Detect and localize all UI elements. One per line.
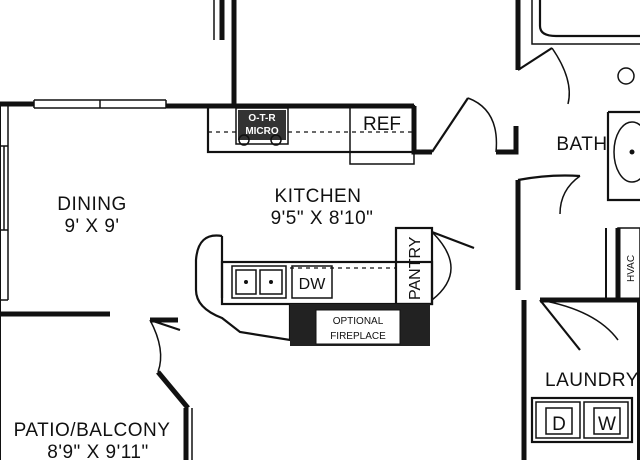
optional-fireplace: OPTIONAL FIREPLACE — [290, 304, 430, 346]
bath-fixtures — [531, 0, 640, 202]
left-window — [0, 145, 8, 231]
kitchen-dims: 9'5" X 8'10" — [271, 208, 374, 229]
range-with-otr-micro: O-T-R MICRO — [235, 107, 289, 146]
dryer-label: D — [552, 414, 566, 435]
room-labels: DINING 9' X 9' KITCHEN 9'5" X 8'10" BATH… — [14, 134, 639, 460]
kitchen-name: KITCHEN — [275, 186, 362, 207]
dw-label: DW — [299, 276, 327, 293]
ref-label: REF — [363, 114, 401, 135]
bath-name: BATH — [556, 134, 607, 155]
patio-name: PATIO/BALCONY — [14, 420, 171, 441]
hvac-closet: HVAC — [617, 227, 640, 301]
hvac-label: HVAC — [626, 255, 637, 282]
laundry-name: LAUNDRY — [545, 370, 639, 391]
washer-label: W — [598, 414, 616, 435]
laundry-machines: D W — [530, 396, 634, 444]
dining-dims: 9' X 9' — [64, 216, 119, 237]
dining-window — [33, 99, 167, 109]
doors — [149, 47, 619, 373]
refrigerator: REF — [363, 114, 401, 135]
dining-name: DINING — [57, 194, 127, 215]
kitchen-sink — [231, 265, 287, 299]
pantry-label: PANTRY — [407, 236, 424, 300]
patio-dims: 8'9" X 9'11" — [47, 442, 148, 460]
otr-micro-label-1: O-T-R — [248, 113, 276, 124]
otr-micro-label-2: MICRO — [245, 126, 279, 137]
fireplace-label-2: FIREPLACE — [330, 331, 386, 342]
fireplace-label-1: OPTIONAL — [333, 316, 384, 327]
